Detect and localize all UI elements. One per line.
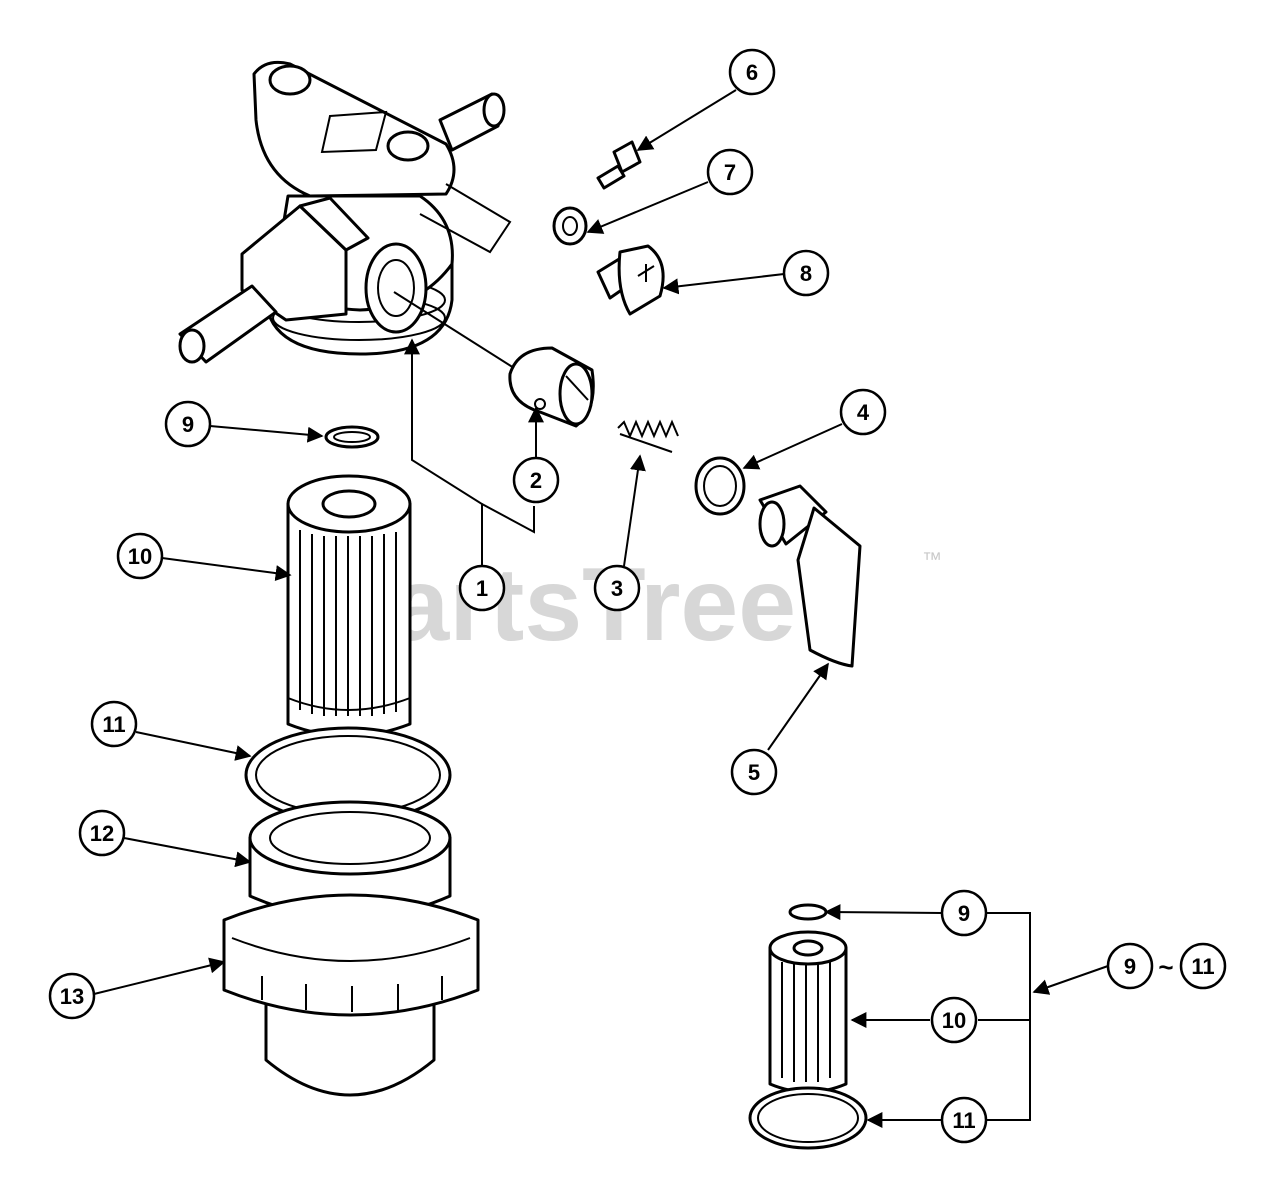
part-5-lever — [758, 484, 862, 668]
part-4-o-ring — [694, 456, 746, 516]
svg-text:9: 9 — [1124, 954, 1136, 979]
svg-text:1: 1 — [476, 576, 488, 601]
svg-text:11: 11 — [952, 1108, 975, 1133]
callout-12: 12 — [78, 809, 126, 857]
callout-9: 9 — [164, 400, 212, 448]
svg-text:8: 8 — [800, 261, 812, 286]
callout-8: 8 — [782, 249, 830, 297]
svg-text:9: 9 — [958, 901, 970, 926]
svg-text:7: 7 — [724, 160, 736, 185]
kit-callout-9: 9 — [940, 889, 988, 937]
callout-11: 11 — [90, 700, 138, 748]
svg-text:12: 12 — [90, 821, 114, 846]
svg-text:4: 4 — [857, 400, 870, 425]
svg-text:™: ™ — [922, 549, 942, 571]
part-9-o-ring — [324, 425, 380, 449]
svg-text:10: 10 — [128, 544, 152, 569]
part-3-spring — [617, 419, 679, 453]
svg-text:11: 11 — [102, 712, 125, 737]
kit-inset — [748, 903, 868, 1150]
part-8-screw — [596, 244, 665, 316]
part-1-fuel-cock-body — [178, 60, 506, 364]
callout-2: 2 — [512, 456, 560, 504]
svg-text:13: 13 — [60, 984, 84, 1009]
leader-lines — [93, 89, 1109, 1128]
svg-text:2: 2 — [530, 468, 542, 493]
part-2-cock-plug — [508, 346, 595, 428]
callout-7: 7 — [706, 148, 754, 196]
part-6-screw — [596, 140, 642, 190]
part-10-filter-element — [286, 474, 412, 738]
callout-10: 10 — [116, 532, 164, 580]
kit-range-callout: 9 ~ 11 — [1106, 942, 1227, 990]
callout-4: 4 — [839, 388, 887, 436]
svg-text:3: 3 — [611, 576, 623, 601]
callout-5: 5 — [730, 748, 778, 796]
part-13-ring-nut — [222, 893, 480, 1017]
svg-text:9: 9 — [182, 412, 194, 437]
callout-6: 6 — [728, 48, 776, 96]
svg-text:11: 11 — [1191, 954, 1214, 979]
svg-text:10: 10 — [942, 1008, 966, 1033]
part-7-washer — [552, 206, 588, 246]
svg-text:5: 5 — [748, 760, 760, 785]
kit-callout-10: 10 — [930, 996, 978, 1044]
svg-text:6: 6 — [746, 60, 758, 85]
callout-3: 3 — [593, 564, 641, 612]
callout-1: 1 — [458, 564, 506, 612]
callout-13: 13 — [48, 972, 96, 1020]
svg-text:~: ~ — [1158, 952, 1173, 982]
kit-callout-11: 11 — [940, 1096, 988, 1144]
